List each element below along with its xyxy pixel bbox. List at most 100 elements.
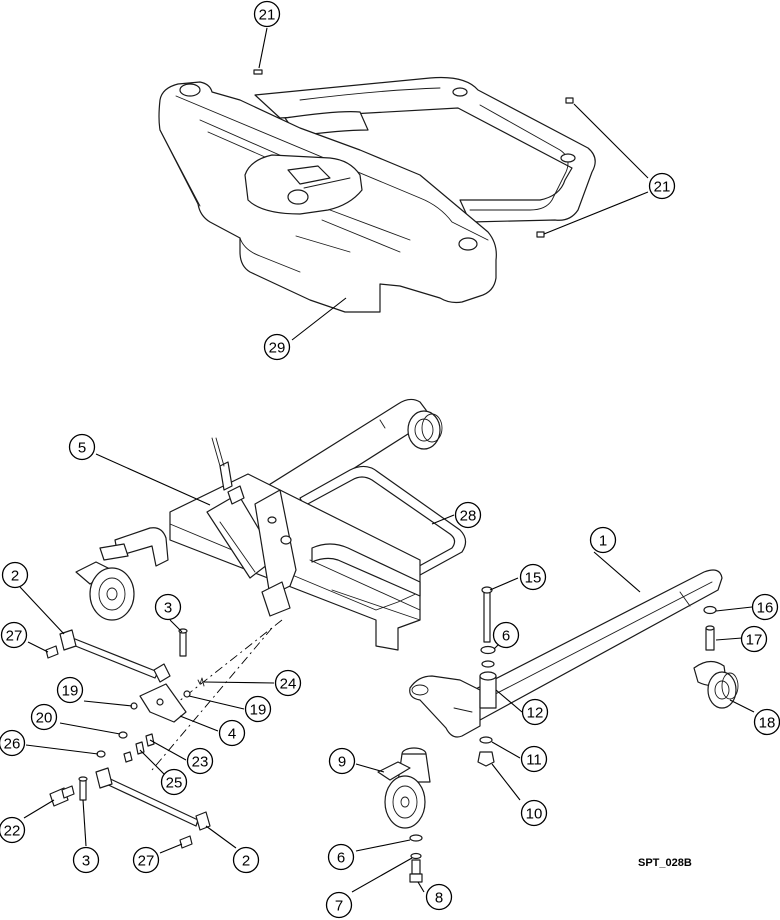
callout-27: 27 [132, 846, 160, 874]
callout-9: 9 [328, 747, 356, 775]
drawing-reference: SPT_028B [638, 857, 692, 869]
callout-label: 11 [526, 752, 542, 769]
callout-label: 10 [526, 806, 543, 823]
callout-circle [218, 719, 246, 747]
callout-circle [0, 621, 28, 649]
callout-label: 2 [242, 853, 250, 870]
callout-2: 2 [232, 846, 260, 874]
callout-label: 22 [4, 823, 21, 840]
callout-circle [72, 846, 100, 874]
callout-24: 24 [274, 669, 302, 697]
callout-15: 15 [519, 563, 547, 591]
callout-label: 6 [502, 628, 510, 645]
callout-circle [519, 563, 547, 591]
callout-circle [30, 703, 58, 731]
callout-5: 5 [68, 433, 96, 461]
callout-18: 18 [753, 708, 780, 736]
callout-16: 16 [751, 593, 779, 621]
callout-label: 8 [435, 890, 443, 907]
actuator [206, 437, 297, 617]
callout-27: 27 [0, 621, 28, 649]
callout-3: 3 [154, 593, 182, 621]
callout-label: 15 [525, 570, 542, 587]
callout-label: 27 [138, 853, 155, 870]
callout-6: 6 [492, 621, 520, 649]
callout-label: 6 [337, 850, 345, 867]
callout-circle [521, 698, 549, 726]
callout-21: 21 [648, 172, 676, 200]
callout-circle [648, 172, 676, 200]
callout-28: 28 [454, 501, 482, 529]
callout-20: 20 [30, 703, 58, 731]
callout-label: 21 [654, 179, 671, 196]
callout-circle [154, 593, 182, 621]
callout-label: 19 [250, 702, 267, 719]
callout-label: 4 [228, 726, 236, 743]
callout-circle [328, 747, 356, 775]
callout-label: 29 [269, 340, 286, 357]
callout-label: 25 [166, 775, 183, 792]
callout-circle [454, 501, 482, 529]
callout-label: 24 [280, 676, 297, 693]
callout-circle [327, 843, 355, 871]
callout-circle [186, 747, 214, 775]
callout-circle [68, 433, 96, 461]
callout-circle [425, 883, 453, 911]
callout-circle [740, 625, 768, 653]
callout-17: 17 [740, 625, 768, 653]
callout-8: 8 [425, 883, 453, 911]
callout-label: 3 [164, 600, 172, 617]
seat-shell [158, 69, 596, 313]
callout-circle [751, 593, 779, 621]
callout-label: 18 [759, 715, 776, 732]
callout-23: 23 [186, 747, 214, 775]
callout-label: 28 [460, 508, 477, 525]
callout-circle [325, 891, 353, 919]
callout-7: 7 [325, 891, 353, 919]
callout-label: 1 [599, 533, 607, 550]
callout-label: 3 [82, 853, 90, 870]
callout-label: 19 [62, 683, 79, 700]
callout-1: 1 [589, 526, 617, 554]
callout-circle [263, 333, 291, 361]
callout-4: 4 [218, 719, 246, 747]
callout-circle [520, 745, 548, 773]
callout-circle [232, 846, 260, 874]
callout-22: 22 [0, 816, 26, 844]
callout-19: 19 [244, 695, 272, 723]
callout-circle [589, 526, 617, 554]
callout-circle [1, 561, 29, 589]
callout-label: 2 [11, 568, 19, 585]
callout-circle [492, 621, 520, 649]
callout-label: 9 [338, 754, 346, 771]
callout-11: 11 [520, 745, 548, 773]
callout-10: 10 [520, 799, 548, 827]
callout-label: 26 [4, 736, 21, 753]
callout-circle [56, 676, 84, 704]
callout-label: 12 [527, 705, 544, 722]
callout-label: 5 [78, 440, 86, 457]
callout-label: 20 [36, 710, 53, 727]
callout-21: 21 [253, 0, 281, 28]
callout-label: 7 [335, 898, 343, 915]
callout-circle [0, 816, 26, 844]
callout-circle [0, 729, 26, 757]
callout-label: 17 [746, 632, 763, 649]
callout-label: 23 [192, 754, 209, 771]
leader-lines [19, 27, 755, 893]
callout-label: 16 [757, 600, 774, 617]
callout-12: 12 [521, 698, 549, 726]
callout-circle [132, 846, 160, 874]
callout-26: 26 [0, 729, 26, 757]
callout-label: 27 [6, 628, 23, 645]
callout-19: 19 [56, 676, 84, 704]
base-leg [377, 569, 739, 883]
callout-circle [520, 799, 548, 827]
callout-circle [274, 669, 302, 697]
callout-circle [160, 768, 188, 796]
callout-6: 6 [327, 843, 355, 871]
callout-2: 2 [1, 561, 29, 589]
